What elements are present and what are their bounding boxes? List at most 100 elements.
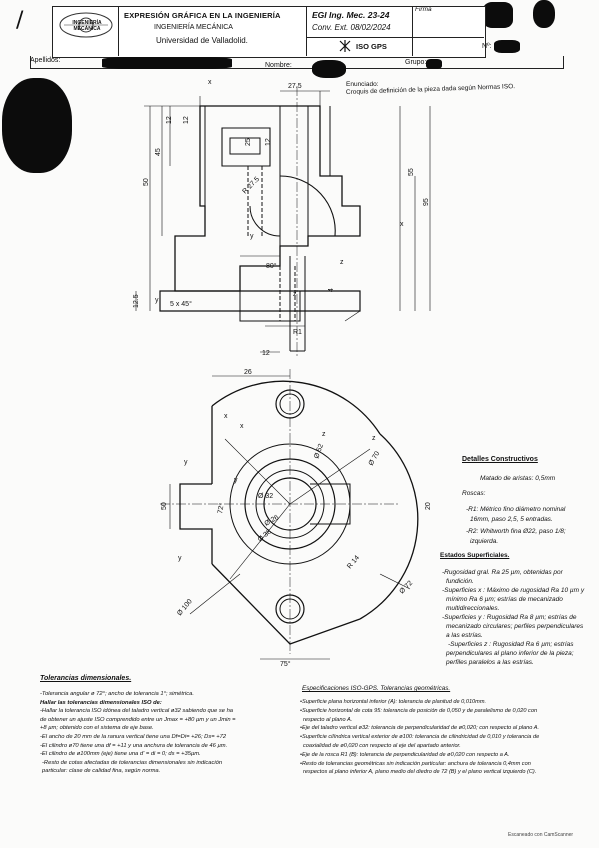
- especificaciones-list: •Superficie plana horizontal inferior (A…: [300, 698, 599, 777]
- tolerancias-line: -El cilindro ø70 tiene una df = +11 y un…: [40, 742, 228, 749]
- especificaciones-line: coaxialidad de ø0,020 con respecto al ej…: [303, 742, 461, 749]
- department: INGENIERÍA MECÁNICA: [154, 24, 233, 31]
- svg-text:Ø 70: Ø 70: [368, 450, 382, 467]
- estados-line: -Superficies y : Rugosidad Ra 8 µm; estr…: [442, 614, 577, 621]
- redaction-group: [426, 59, 442, 69]
- svg-text:y: y: [250, 233, 254, 240]
- detalles-line: izquierda.: [470, 538, 499, 545]
- course-code: EGI Ing. Mec. 23-24: [312, 10, 390, 20]
- redaction-name: [312, 60, 346, 78]
- svg-text:y: y: [155, 297, 159, 304]
- tolerancias-line: de obtener un ajuste ISO comprendido ent…: [40, 716, 236, 723]
- front-view-drawing: 27.5 12 12 12 45 25 55 50 95 R 27.5 80° …: [133, 79, 431, 358]
- svg-text:12.5: 12.5: [133, 294, 140, 308]
- svg-text:50: 50: [143, 178, 150, 186]
- detalles-line: Roscas:: [462, 490, 486, 497]
- svg-text:26: 26: [244, 369, 252, 376]
- estados-line: mecanizado circulares; perfiles perpendi…: [446, 623, 584, 630]
- detalles-line: 16mm, paso 2,5, 5 entradas.: [470, 516, 553, 523]
- title-block-divider: [306, 6, 307, 56]
- especificaciones-line: •Eje de la rosca R1 (B): tolerancia de p…: [300, 751, 510, 758]
- title-block: [52, 6, 486, 58]
- especificaciones-title: Especificaciones ISO-GPS. Tolerancias ge…: [302, 685, 451, 692]
- university: Universidad de Valladolid.: [156, 36, 248, 45]
- tolerancias-line: +8 µm; obtenido con el sistema de eje ba…: [40, 725, 154, 732]
- tolerancias-line: particular: clase de calidad fina, según…: [42, 768, 161, 775]
- svg-text:45: 45: [155, 148, 162, 156]
- enunciado-label: Enunciado:: [346, 81, 379, 88]
- svg-text:z: z: [322, 431, 326, 438]
- estados-list: -Rugosidad gral. Ra 25 µm, obtenidas por…: [442, 568, 599, 667]
- plan-view-drawing: 26 Ø 70 Ø 32 Ø 52 Ø 26 Ø 38 R 14 Ø 72 Ø …: [160, 369, 430, 668]
- tolerancias-title: Tolerancias dimensionales.: [40, 675, 132, 682]
- course-title: EXPRESIÓN GRÁFICA EN LA INGENIERÍA: [124, 11, 281, 20]
- title-block-divider: [412, 6, 413, 56]
- svg-text:x: x: [400, 221, 404, 228]
- scanner-watermark: Escaneado con CamScanner: [508, 832, 574, 838]
- exam-date: Conv. Ext. 08/02/2024: [312, 23, 391, 32]
- title-block-divider: [306, 37, 484, 38]
- svg-text:y: y: [178, 555, 182, 562]
- firma-label: Firma: [415, 6, 432, 13]
- svg-text:x: x: [208, 79, 212, 86]
- svg-text:R1: R1: [293, 329, 302, 336]
- estados-line: mínimo Ra 6 µm; estrías de mecanizado: [446, 596, 563, 603]
- svg-text:20: 20: [425, 502, 430, 510]
- estados-line: -Superficies x : Máximo de rugosidad Ra …: [442, 587, 585, 594]
- svg-text:12: 12: [265, 138, 272, 146]
- svg-text:z: z: [372, 435, 376, 442]
- svg-text:x: x: [224, 413, 228, 420]
- svg-text:95: 95: [423, 198, 430, 206]
- svg-text:12: 12: [183, 116, 190, 124]
- detalles-line: Matado de aristas: 0,5mm: [480, 475, 556, 482]
- svg-text:Ø 52: Ø 52: [313, 443, 325, 460]
- svg-text:y: y: [234, 477, 238, 484]
- tolerancias-line: -El cilindro de ø100mm (eje) tiene una d…: [40, 751, 201, 758]
- svg-text:Ø 100: Ø 100: [176, 598, 194, 617]
- tolerancias-line: -El ancho de 20 mm de la ranura vertical…: [40, 733, 227, 740]
- estados-line: -Superficies z : Rugosidad Ra 6 µm; estr…: [448, 641, 574, 648]
- tolerancias-line: -Resto de cotas afectadas de tolerancias…: [42, 759, 223, 766]
- redaction-surname: [102, 57, 232, 69]
- svg-text:5 x 45°: 5 x 45°: [170, 300, 192, 308]
- especificaciones-line: respecto al plano A.: [303, 716, 353, 723]
- tolerancias-line: Hallar las tolerancias dimensionales ISO…: [40, 699, 162, 706]
- especificaciones-line: •Superficie cilíndrica vertical exterior…: [300, 734, 540, 741]
- detalles-title: Detalles Constructivos: [462, 456, 538, 463]
- svg-text:12: 12: [262, 350, 270, 357]
- estados-line: multidireccionales.: [446, 605, 500, 612]
- svg-text:z: z: [293, 291, 297, 298]
- numero-label: Nº:: [482, 43, 492, 50]
- redaction-blob: [2, 78, 72, 173]
- title-block-divider: [118, 6, 119, 56]
- especificaciones-line: respectos al plano inferior A, plano med…: [303, 769, 537, 776]
- especificaciones-line: •Eje del taladro vertical ø32: toleranci…: [300, 725, 540, 732]
- dim-27-5: 27.5: [288, 83, 302, 90]
- svg-text:R 27.5: R 27.5: [241, 176, 261, 196]
- svg-text:55: 55: [408, 168, 415, 176]
- tolerancias-list: -Tolerancia angular ø 72°; ancho de tole…: [40, 690, 302, 776]
- svg-text:z: z: [340, 259, 344, 266]
- estados-line: fundición.: [446, 578, 474, 585]
- svg-text:R 14: R 14: [346, 554, 361, 570]
- estados-line: a las estrías.: [446, 632, 483, 639]
- detalles-line: -R1: Métrico fino diámetro nominal: [466, 506, 566, 513]
- estados-line: perfiles paralelos a las estrías.: [446, 659, 534, 666]
- svg-text:y: y: [184, 459, 188, 466]
- grupo-label: Grupo:: [405, 59, 427, 66]
- estados-line: -Rugosidad gral. Ra 25 µm, obtenidas por: [442, 569, 563, 576]
- redaction-blob: [533, 0, 555, 28]
- especificaciones-line: •Superficie plana horizontal inferior (A…: [300, 699, 487, 705]
- svg-text:Ø 72: Ø 72: [398, 580, 414, 596]
- svg-text:Ø 32: Ø 32: [258, 493, 273, 500]
- svg-text:25: 25: [245, 138, 252, 146]
- especificaciones-line: •Resto de tolerancias geométricas sin in…: [300, 760, 531, 767]
- apellidos-label: Apellidos:: [30, 57, 61, 64]
- detalles-line: -R2: Whitworth fina Ø22, paso 1/8;: [466, 528, 566, 535]
- svg-text:Ø 26: Ø 26: [264, 514, 281, 528]
- iso-gps-label: ISO GPS: [356, 42, 387, 51]
- especificaciones-line: •Superficie horizontal de cota 95: toler…: [300, 707, 538, 714]
- svg-text:12: 12: [166, 116, 173, 124]
- svg-text:50: 50: [161, 502, 168, 510]
- svg-text:x: x: [240, 423, 244, 430]
